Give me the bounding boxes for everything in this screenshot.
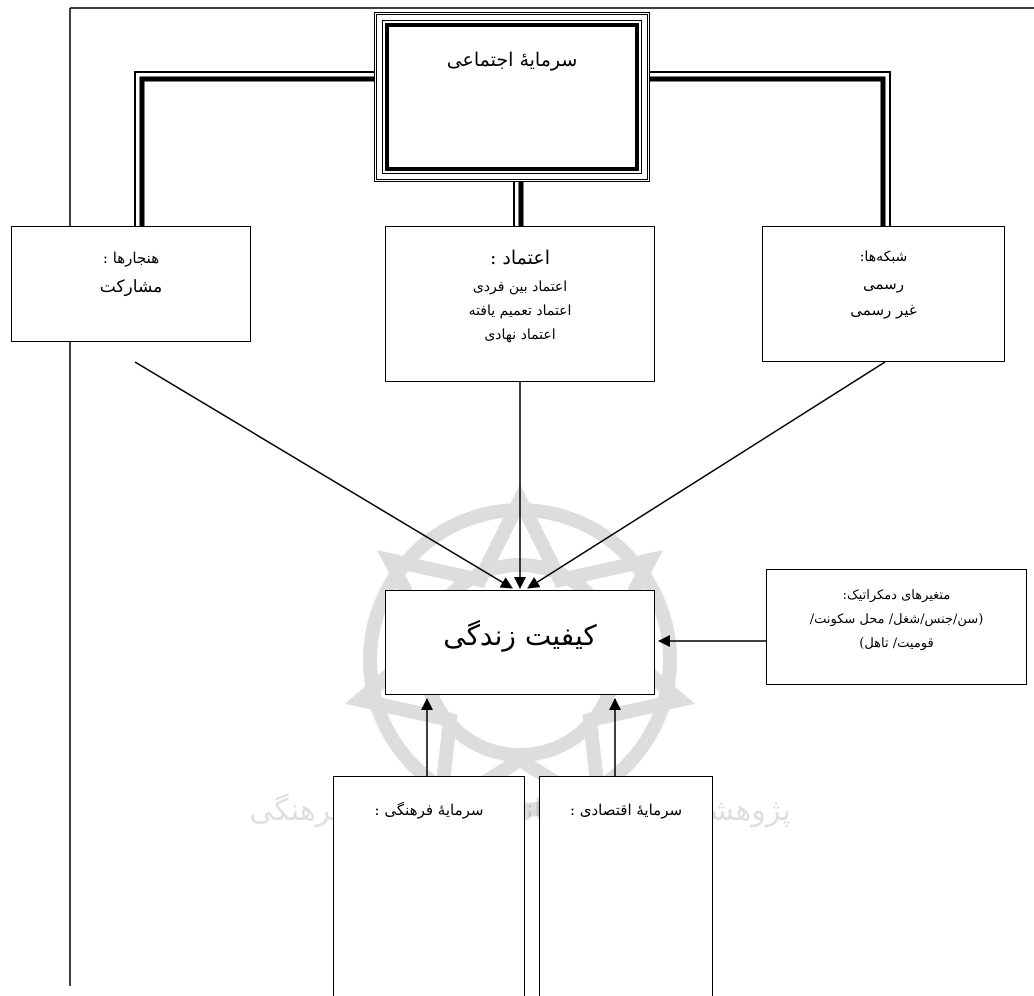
social-capital-connectors (134, 71, 891, 226)
trust-item: اعتماد تعمیم یافته (468, 303, 572, 319)
demographic-line: (سن/جنس/شغل/ محل سکونت/ (809, 612, 984, 627)
networks-title: شبکه‌ها: (859, 249, 908, 265)
arrow-networks-to-quality (527, 361, 886, 589)
arrow-norms-to-quality (134, 361, 513, 589)
networks-item: غیر رسمی (850, 301, 917, 319)
economic-capital-title: سرمایهٔ اقتصادی : (569, 801, 683, 819)
norms-title: هنجارها : (102, 249, 160, 267)
social-capital-box: سرمایهٔ اجتماعی (374, 12, 650, 182)
arrows-to-quality (134, 361, 886, 776)
quality-of-life-box: کیفیت زندگی (385, 590, 655, 695)
social-capital-inner-frame (385, 23, 639, 171)
norms-box: هنجارها : مشارکت (11, 226, 251, 342)
economic-capital-box: سرمایهٔ اقتصادی : (539, 776, 713, 996)
networks-box: شبکه‌ها: رسمی غیر رسمی (762, 226, 1005, 362)
demographic-line: قومیت/ تاهل) (859, 636, 934, 651)
demographic-line: متغیرهای دمکراتیک: (842, 588, 951, 603)
trust-box: اعتماد : اعتماد بین فردی اعتماد تعمیم یا… (385, 226, 655, 382)
networks-item: رسمی (863, 275, 904, 293)
quality-of-life-title: کیفیت زندگی (443, 619, 597, 652)
trust-title: اعتماد : (489, 247, 551, 269)
cultural-capital-title: سرمایهٔ فرهنگی : (374, 801, 484, 819)
norms-item: مشارکت (99, 277, 163, 297)
trust-item: اعتماد نهادی (484, 327, 556, 343)
trust-item: اعتماد بین فردی (472, 279, 568, 295)
cultural-capital-box: سرمایهٔ فرهنگی : (333, 776, 525, 996)
demographic-variables-box: متغیرهای دمکراتیک: (سن/جنس/شغل/ محل سکون… (766, 569, 1027, 685)
social-capital-title: سرمایهٔ اجتماعی (446, 49, 578, 71)
